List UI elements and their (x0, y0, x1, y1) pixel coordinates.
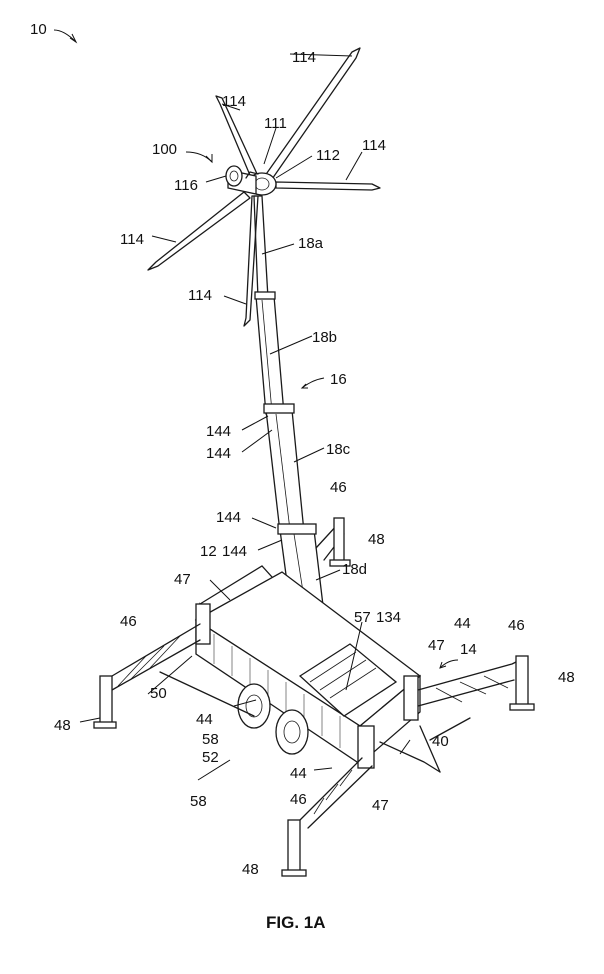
label-40: 40 (432, 733, 449, 750)
label-112: 112 (316, 147, 340, 164)
label-46-front: 46 (290, 791, 307, 808)
label-134: 134 (376, 609, 401, 626)
label-116: 116 (174, 177, 198, 194)
label-144-b: 144 (206, 445, 231, 462)
label-47-right: 47 (428, 637, 445, 654)
label-50: 50 (150, 685, 167, 702)
label-10: 10 (30, 21, 47, 38)
label-18d: 18d (342, 561, 367, 578)
label-114-right: 114 (362, 137, 386, 154)
label-46-left: 46 (120, 613, 137, 630)
label-44-front: 44 (290, 765, 307, 782)
label-114-upper: 114 (222, 93, 246, 110)
label-48-front: 48 (242, 861, 259, 878)
figure-caption: FIG. 1A (266, 913, 326, 932)
label-114-top: 114 (292, 49, 316, 66)
label-144-d: 144 (222, 543, 247, 560)
label-12: 12 (200, 543, 217, 560)
label-16: 16 (330, 371, 347, 388)
label-48-top: 48 (368, 531, 385, 548)
label-100: 100 (152, 141, 177, 158)
label-144-c: 144 (216, 509, 241, 526)
label-111: 111 (264, 115, 287, 132)
label-18c: 18c (326, 441, 351, 458)
label-57: 57 (354, 609, 371, 626)
label-47-front: 47 (372, 797, 389, 814)
label-48-right: 48 (558, 669, 575, 686)
label-114-left: 114 (120, 231, 144, 248)
label-44-right: 44 (454, 615, 471, 632)
label-144-a: 144 (206, 423, 231, 440)
label-47-left: 47 (174, 571, 191, 588)
label-46-top: 46 (330, 479, 347, 496)
label-114-lower: 114 (188, 287, 212, 304)
label-46-right: 46 (508, 617, 525, 634)
label-18b: 18b (312, 329, 337, 346)
label-58-a: 58 (202, 731, 219, 748)
label-18a: 18a (298, 235, 324, 252)
label-58-b: 58 (190, 793, 207, 810)
label-52: 52 (202, 749, 219, 766)
label-14: 14 (460, 641, 477, 658)
label-44-left: 44 (196, 711, 213, 728)
label-48-left: 48 (54, 717, 71, 734)
